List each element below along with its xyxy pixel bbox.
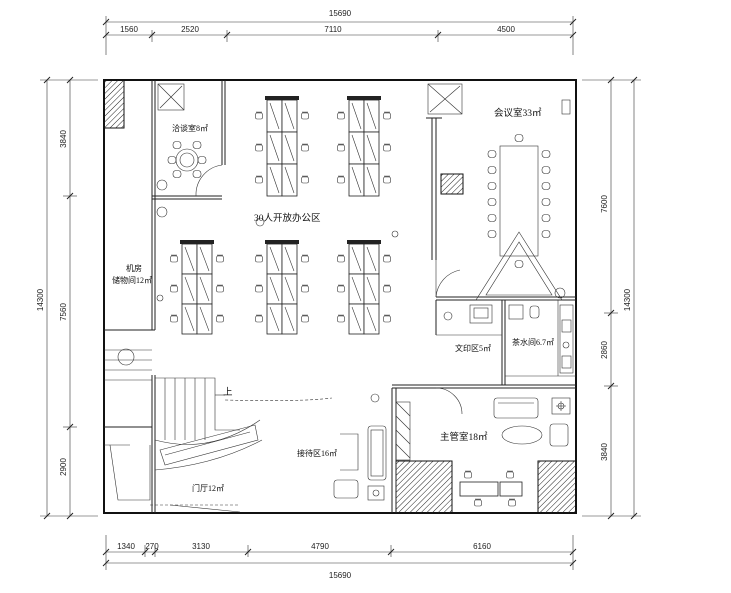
negotiation-table (156, 83, 207, 218)
workstation-cluster (255, 96, 309, 197)
office-chair (337, 175, 345, 184)
bottom-dimensions: 1340 270 3130 4790 6160 15690 (102, 535, 577, 580)
workstation-cluster (170, 240, 224, 335)
right-dim-1: 7600 (600, 195, 609, 213)
bottom-dim-1: 1340 (117, 542, 135, 551)
office-chair (383, 254, 391, 263)
office-chair (216, 284, 224, 293)
office-chair (301, 314, 309, 323)
left-dim-1: 3840 (59, 130, 68, 148)
office-chair (170, 284, 178, 293)
reception-label: 接待区16㎡ (297, 448, 337, 458)
office-chair (255, 254, 263, 263)
left-dimensions: 14300 3840 7560 2900 (36, 76, 98, 520)
office-chair (337, 314, 345, 323)
bottom-dim-5: 6160 (473, 542, 491, 551)
office-chair (170, 254, 178, 263)
office-chair (383, 175, 391, 184)
manager-room-label: 主管室18㎡ (440, 431, 488, 443)
top-dim-3: 7110 (324, 25, 342, 34)
office-chair (255, 111, 263, 120)
workstation-cluster (337, 240, 391, 335)
office-chair (170, 314, 178, 323)
top-dimensions: 15690 1560 2520 7110 4500 (102, 9, 577, 55)
office-chair (301, 284, 309, 293)
outer-walls (103, 79, 577, 514)
office-chair (216, 314, 224, 323)
left-total-dim: 14300 (36, 288, 45, 311)
bottom-dim-4: 4790 (311, 542, 329, 551)
office-chair (337, 254, 345, 263)
office-chair (301, 175, 309, 184)
office-chair (255, 314, 263, 323)
stair-up-label: 上 (223, 387, 233, 398)
office-chair (383, 143, 391, 152)
top-dim-1: 1560 (120, 25, 138, 34)
right-dim-3: 3840 (600, 443, 609, 461)
lobby-label: 门厅12㎡ (192, 483, 224, 493)
manager-room (395, 397, 571, 507)
bottom-dim-3: 3130 (192, 542, 210, 551)
office-chair (337, 284, 345, 293)
machine-room-label-2: 储物间12㎡ (112, 275, 152, 285)
tea-room-label: 茶水间6.7㎡ (512, 337, 554, 347)
meeting-room-label: 会议室33㎡ (494, 107, 542, 119)
open-office-label: 30人开放办公区 (254, 212, 321, 224)
office-chair (383, 314, 391, 323)
office-chair (255, 143, 263, 152)
office-chair (301, 254, 309, 263)
left-dim-2: 7560 (59, 303, 68, 321)
office-chair (383, 284, 391, 293)
office-chair (255, 175, 263, 184)
print-tea-area (443, 304, 574, 374)
interior-walls (104, 80, 576, 513)
office-chair (383, 111, 391, 120)
misc-fixtures (117, 217, 566, 366)
office-chair (337, 111, 345, 120)
left-dim-3: 2900 (59, 458, 68, 476)
workstation-cluster (255, 240, 309, 335)
bottom-total-dim: 15690 (329, 571, 352, 580)
office-chair (301, 143, 309, 152)
right-dim-2: 2860 (600, 341, 609, 359)
top-dim-4: 4500 (497, 25, 515, 34)
meeting-room (427, 83, 571, 301)
negotiation-room-label: 洽谈室8㎡ (172, 123, 208, 133)
top-total-dim: 15690 (329, 9, 352, 18)
office-chair (337, 143, 345, 152)
reception-furniture (333, 393, 387, 501)
machine-room-label-1: 机房 (126, 263, 142, 273)
right-dimensions: 14300 7600 2860 3840 (582, 76, 641, 520)
office-chair (301, 111, 309, 120)
bottom-dim-2: 270 (145, 542, 159, 551)
workstation-cluster (337, 96, 391, 197)
right-total-dim: 14300 (623, 288, 632, 311)
office-chair (255, 284, 263, 293)
desk-clusters (170, 96, 391, 335)
print-area-label: 文印区5㎡ (455, 343, 491, 353)
staircase: 上 (104, 377, 333, 513)
top-dim-2: 2520 (181, 25, 199, 34)
office-chair (216, 254, 224, 263)
